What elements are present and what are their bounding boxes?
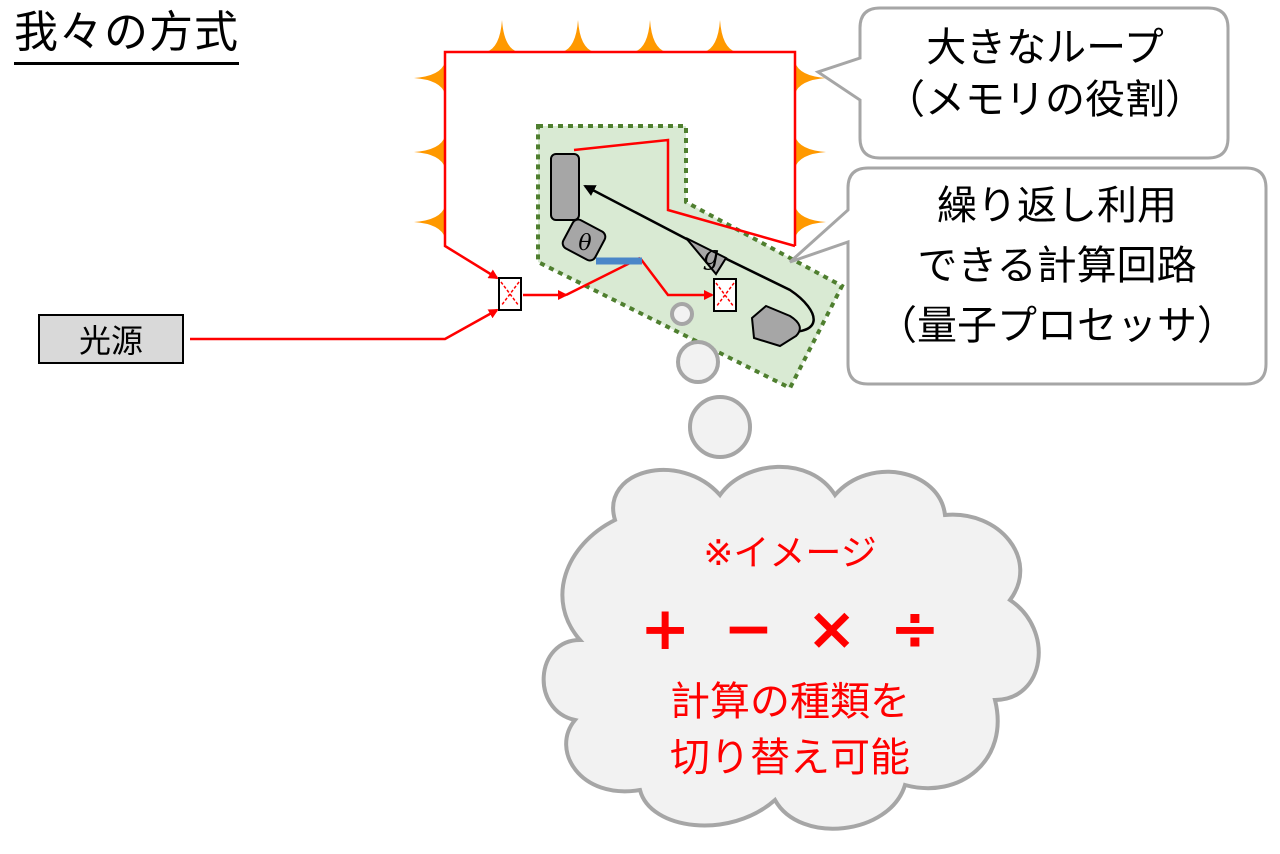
theta-label: θ xyxy=(578,231,591,256)
operator-symbols: + − × ÷ xyxy=(640,594,940,664)
page-title: 我々の方式 xyxy=(14,4,239,65)
light-source-box: 光源 xyxy=(38,314,184,364)
cloud-line2: 切り替え可能 xyxy=(670,735,910,781)
processor-callout-bubble xyxy=(788,166,1268,386)
storage-cavity xyxy=(550,153,580,221)
processor-callout-text: 繰り返し利用 できる計算回路 （量子プロセッサ） xyxy=(850,180,1264,352)
cloud-text: 計算の種類を 切り替え可能 xyxy=(600,674,980,786)
cloud-line1: 計算の種類を xyxy=(670,679,910,725)
gain-amplifier xyxy=(685,237,728,276)
loop-callout-line2: （メモリの役割） xyxy=(885,77,1205,123)
thought-bubble-small xyxy=(670,302,694,326)
big-loop xyxy=(443,50,797,280)
thought-cloud xyxy=(541,464,1041,831)
divide-symbol: ÷ xyxy=(889,594,940,664)
processor-callout-line3: （量子プロセッサ） xyxy=(877,303,1237,349)
loop-callout-bubble xyxy=(814,6,1230,160)
theta-modulator xyxy=(561,218,607,262)
loss-spikes xyxy=(414,20,826,238)
thought-bubble-large xyxy=(688,395,752,459)
cloud-note: ※イメージ xyxy=(703,533,877,574)
beam-splitter-1 xyxy=(498,277,522,311)
loop-callout-line1: 大きなループ xyxy=(926,25,1164,71)
gain-label: g xyxy=(703,241,720,271)
beam-splitter-2 xyxy=(713,278,737,312)
thought-bubble-medium xyxy=(676,340,720,384)
times-symbol: × xyxy=(806,594,857,664)
light-source-label: 光源 xyxy=(78,322,143,360)
plus-symbol: + xyxy=(640,594,691,664)
processor-callout-line2: できる計算回路 xyxy=(917,243,1197,289)
minus-symbol: − xyxy=(723,594,774,664)
processor-callout-line1: 繰り返し利用 xyxy=(937,183,1177,229)
loop-callout-text: 大きなループ （メモリの役割） xyxy=(866,22,1224,126)
detector xyxy=(750,304,801,348)
